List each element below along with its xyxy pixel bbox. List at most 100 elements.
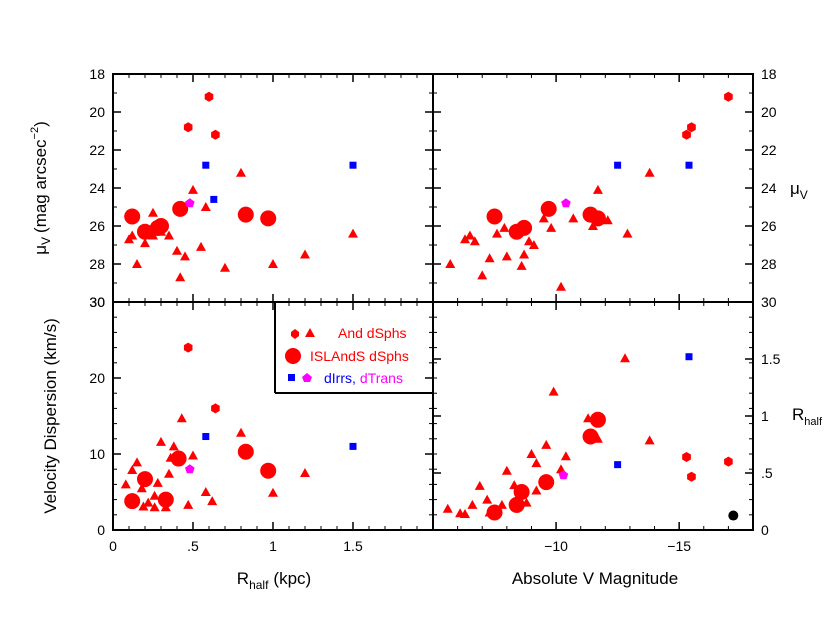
point-and-dsph-triangle <box>528 240 539 249</box>
point-and-dsph-triangle <box>519 249 530 259</box>
point-and-dsph-triangle <box>442 503 453 513</box>
point-islands-dsph <box>589 411 606 428</box>
point-islands-dsph <box>124 493 141 510</box>
point-islands-dsph <box>172 200 189 217</box>
point-and-dsph-triangle <box>548 386 559 396</box>
point-dirr <box>349 442 357 450</box>
point-and-dsph-hexagon <box>687 471 696 482</box>
point-dtrans <box>185 198 195 208</box>
point-and-dsph-triangle <box>620 353 630 363</box>
y-tick-label: 24 <box>761 180 777 196</box>
point-and-dsph-triangle <box>149 502 160 512</box>
point-islands-dsph <box>538 474 555 491</box>
y-tick-label: 30 <box>761 294 777 310</box>
point-and-dsph-triangle <box>516 260 527 270</box>
point-and-dsph-hexagon <box>204 91 214 102</box>
point-and-dsph-triangle <box>460 234 470 244</box>
point-and-dsph-hexagon <box>183 122 193 133</box>
y-tick-label: 30 <box>89 294 105 310</box>
y-tick-label: 22 <box>761 142 777 158</box>
point-dirr <box>349 161 357 169</box>
point-and-dsph-triangle <box>127 230 138 240</box>
point-islands-dsph <box>137 223 153 240</box>
point-and-dsph-triangle <box>644 167 655 177</box>
point-islands-dsph <box>513 484 530 500</box>
point-and-dsph-triangle <box>183 499 194 509</box>
point-dirr <box>685 353 693 361</box>
y-tick-label: 1 <box>761 408 769 424</box>
point-and-dsph-hexagon <box>211 129 220 140</box>
legend-islands-dsphs: ISLAndS dSphs <box>310 348 409 364</box>
y-tick-label: 20 <box>89 104 105 120</box>
point-dirr <box>614 461 622 469</box>
legend-triangle-marker <box>305 328 315 337</box>
x-tick-label: 1.5 <box>343 538 363 554</box>
point-and-dsph-triangle <box>156 436 166 446</box>
point-and-dsph-triangle <box>588 221 598 230</box>
point-and-dsph-triangle <box>467 499 478 509</box>
point-and-dsph-triangle <box>120 479 131 489</box>
y-tick-label: 20 <box>761 104 777 120</box>
point-and-dsph-triangle <box>541 439 552 449</box>
point-dirr <box>614 161 622 169</box>
panel-frame <box>432 73 754 303</box>
point-and-dsph-triangle <box>175 272 186 282</box>
point-black-circle <box>728 510 739 521</box>
point-and-dsph-triangle <box>546 222 557 232</box>
y-tick-label: 18 <box>761 66 777 82</box>
y-tick-label: 0 <box>761 522 769 538</box>
point-and-dsph-triangle <box>268 259 278 268</box>
point-islands-dsph <box>137 471 153 488</box>
point-and-dsph-triangle <box>602 215 613 225</box>
point-and-dsph-triangle <box>300 468 310 477</box>
point-and-dsph-triangle <box>180 251 190 261</box>
x-tick-label: .5 <box>187 538 199 554</box>
legend: And dSphs ISLAndS dSphs dIrrs,dTrans <box>274 302 433 394</box>
point-and-dsph-hexagon <box>724 456 733 467</box>
x-tick-label: −10 <box>544 538 568 554</box>
point-and-dsph-triangle <box>140 238 150 248</box>
point-islands-dsph <box>260 210 277 227</box>
point-and-dsph-triangle <box>132 259 142 268</box>
point-and-dsph-triangle <box>149 490 160 500</box>
point-and-dsph-triangle <box>464 230 475 240</box>
point-dtrans <box>185 464 195 474</box>
point-and-dsph-triangle <box>501 465 512 475</box>
point-and-dsph-triangle <box>445 259 456 268</box>
y-tick-label: 24 <box>89 180 105 196</box>
point-islands-dsph <box>589 210 606 227</box>
y-tick-label: 22 <box>89 142 105 158</box>
point-and-dsph-triangle <box>622 228 633 238</box>
y-tick-label: 10 <box>89 446 105 462</box>
y-tick-label: 20 <box>89 370 105 386</box>
point-and-dsph-triangle <box>176 413 187 423</box>
point-and-dsph-triangle <box>568 213 579 223</box>
point-and-dsph-triangle <box>592 184 603 194</box>
point-and-dsph-hexagon <box>687 122 696 133</box>
point-and-dsph-triangle <box>469 236 480 246</box>
point-and-dsph-triangle <box>531 458 542 468</box>
y-tick-label: 26 <box>761 218 777 234</box>
y-tick-label: 0 <box>97 522 105 538</box>
panel-top-right: 18 20 22 24 26 28 30 <box>432 66 777 310</box>
point-and-dsph-triangle <box>492 228 502 238</box>
point-islands-dsph <box>516 219 533 236</box>
point-islands-dsph <box>582 428 599 445</box>
point-and-dsph-triangle <box>164 468 174 478</box>
point-and-dsph-triangle <box>188 184 198 194</box>
point-islands-dsph <box>540 200 557 217</box>
point-islands-dsph <box>260 462 277 479</box>
legend-pentagon-marker <box>302 373 312 382</box>
legend-hexagon-marker <box>291 329 299 339</box>
point-and-dsph-triangle <box>268 487 278 497</box>
y-label-top-right: μV <box>790 179 808 202</box>
point-and-dsph-triangle <box>220 262 230 272</box>
point-and-dsph-triangle <box>556 281 566 291</box>
x-label-right: Absolute V Magnitude <box>512 569 678 588</box>
x-tick-label: −15 <box>667 538 691 554</box>
y-tick-label: 28 <box>761 256 777 272</box>
point-dtrans <box>561 198 571 208</box>
panel-bottom-right: −10−150.511.5 <box>432 301 781 554</box>
